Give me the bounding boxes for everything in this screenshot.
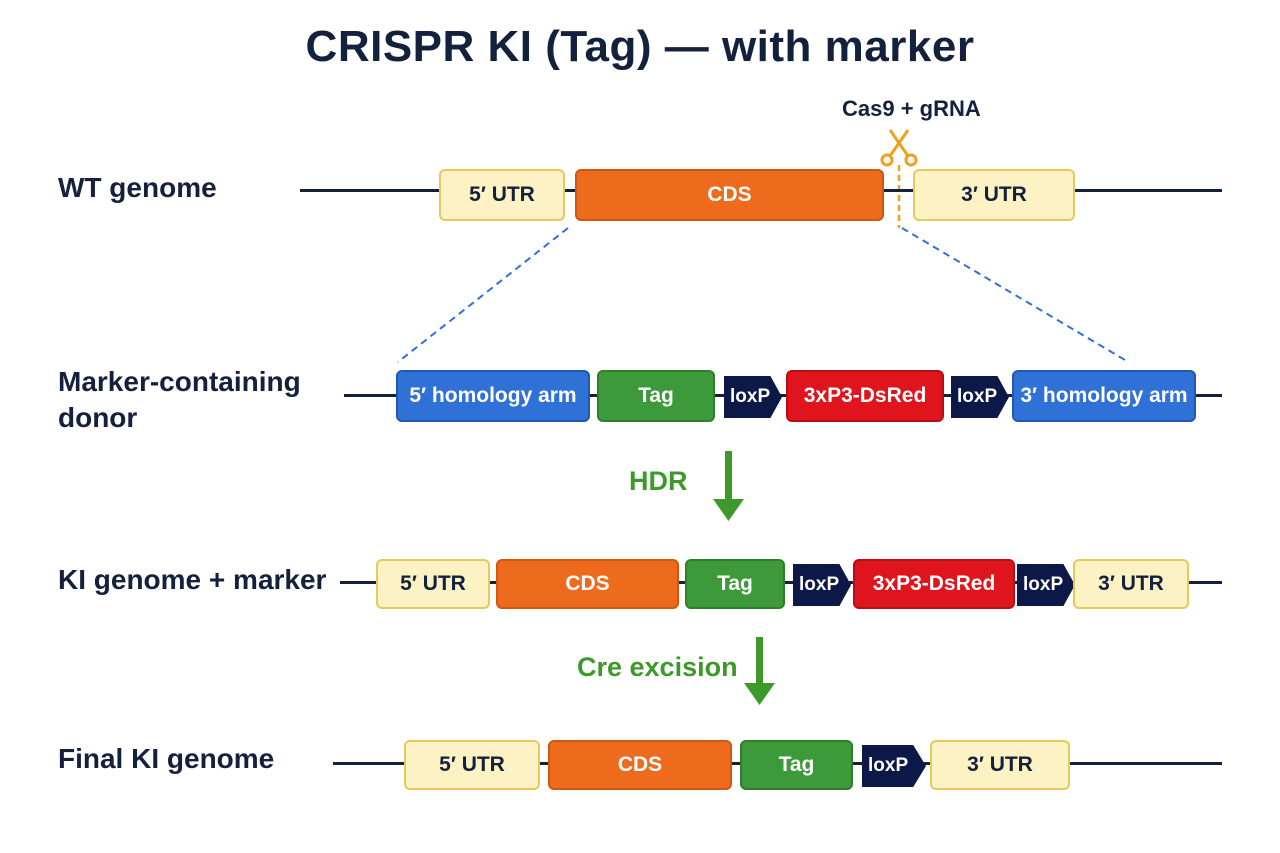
step-label-cre: Cre excision	[577, 652, 738, 682]
donor-homology-arm-5: 5′ homology arm	[396, 370, 590, 422]
ki-marker-utr5-box: 5′ UTR	[376, 559, 490, 609]
row-label-donor-line2: donor	[58, 402, 138, 433]
row-label-donor: Marker-containing donor	[58, 364, 301, 436]
hdr-arrow-icon	[713, 451, 744, 521]
diagram-title: CRISPR KI (Tag) — with marker	[305, 22, 975, 71]
row-label-final: Final KI genome	[58, 743, 275, 774]
ki-marker-loxp-2: loxP	[1017, 564, 1075, 606]
guide-line-left	[397, 227, 569, 363]
donor-dna-line	[344, 394, 1222, 397]
row-label-donor-line1: Marker-containing	[58, 366, 301, 397]
final-cds-box: CDS	[548, 740, 732, 790]
scissors-icon	[880, 129, 918, 167]
donor-loxp-1: loxP	[724, 376, 782, 418]
ki-marker-tag-box: Tag	[685, 559, 785, 609]
final-utr5-box: 5′ UTR	[404, 740, 540, 790]
final-utr3-box: 3′ UTR	[930, 740, 1070, 790]
final-tag-box: Tag	[740, 740, 853, 790]
wt-utr3-box: 3′ UTR	[913, 169, 1075, 221]
donor-tag-box: Tag	[597, 370, 715, 422]
cas9-grna-label: Cas9 + gRNA	[842, 96, 981, 121]
donor-marker-box: 3xP3-DsRed	[786, 370, 944, 422]
ki-marker-utr3-box: 3′ UTR	[1073, 559, 1189, 609]
final-loxp: loxP	[862, 745, 926, 787]
wt-cds-box: CDS	[575, 169, 884, 221]
ki-marker-cds-box: CDS	[496, 559, 679, 609]
row-label-ki-marker: KI genome + marker	[58, 564, 327, 595]
cre-arrow-icon	[744, 637, 775, 705]
row-label-wt-genome: WT genome	[58, 172, 217, 203]
step-label-hdr: HDR	[629, 466, 688, 496]
ki-marker-marker-box: 3xP3-DsRed	[853, 559, 1015, 609]
donor-loxp-2: loxP	[951, 376, 1009, 418]
ki-marker-loxp-1: loxP	[793, 564, 851, 606]
donor-homology-arm-3: 3′ homology arm	[1012, 370, 1196, 422]
guide-line-right	[901, 227, 1126, 361]
wt-utr5-box: 5′ UTR	[439, 169, 565, 221]
